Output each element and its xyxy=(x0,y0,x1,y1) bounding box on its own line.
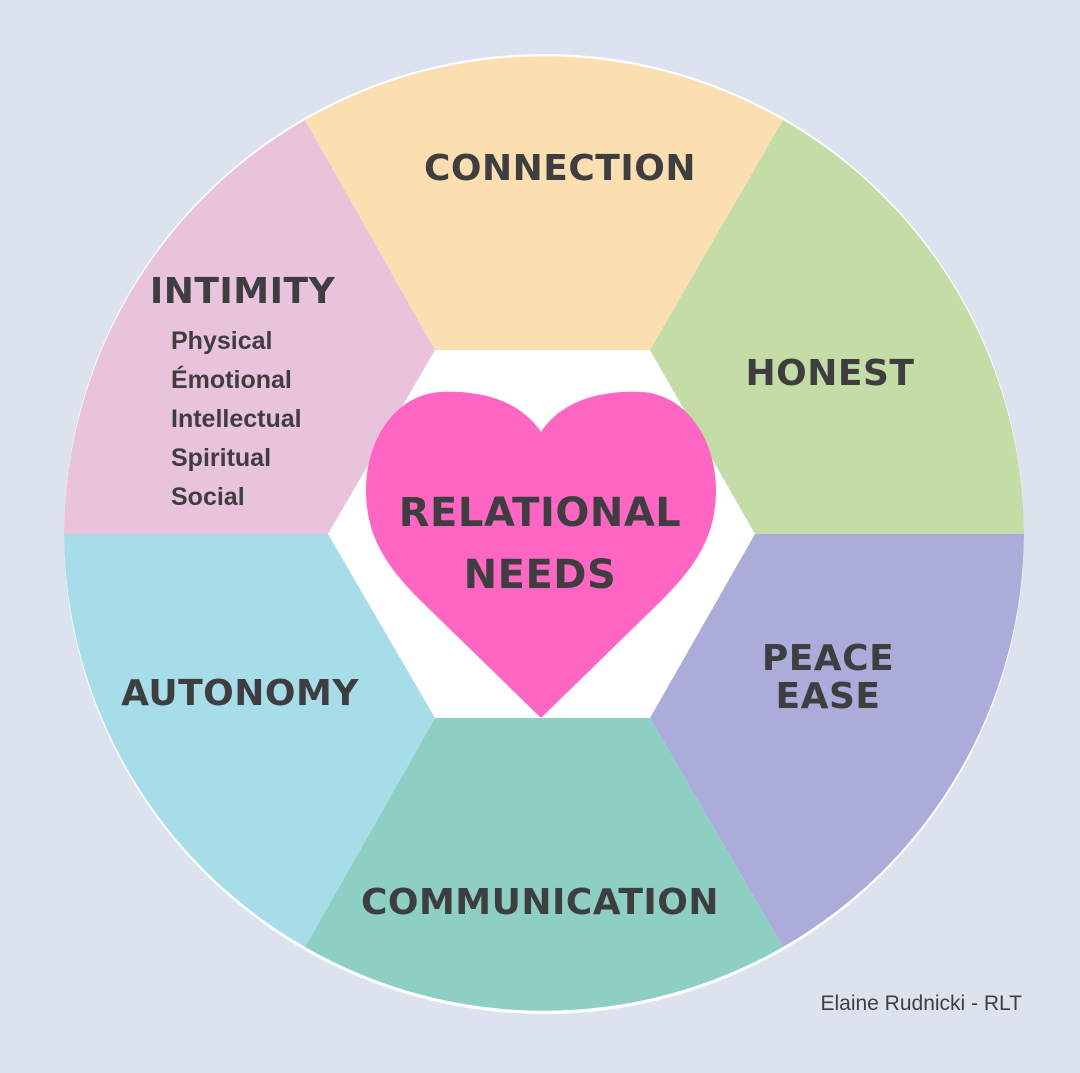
label-autonomy: AUTONOMY xyxy=(121,673,359,714)
intimity-item: Spiritual xyxy=(171,444,272,472)
label-peace-ease: PEACE EASE xyxy=(728,640,928,716)
heart-icon xyxy=(366,391,716,718)
intimity-item: Intellectual xyxy=(171,405,302,433)
intimity-item: Social xyxy=(171,483,245,511)
segment-connection xyxy=(305,56,783,350)
label-peace: PEACE xyxy=(761,638,895,679)
label-ease: EASE xyxy=(775,676,881,717)
segment-honest xyxy=(650,120,1024,534)
intimity-item: Émotional xyxy=(171,366,292,394)
label-intimity: INTIMITY xyxy=(149,271,336,312)
segment-peace-ease xyxy=(650,534,1024,947)
center-line-1: RELATIONAL xyxy=(398,490,682,536)
credit-text: Elaine Rudnicki - RLT xyxy=(820,992,1022,1015)
intimity-item: Physical xyxy=(171,327,273,355)
center-line-2: NEEDS xyxy=(463,552,617,598)
label-honest: HONEST xyxy=(745,353,915,394)
label-communication: COMMUNICATION xyxy=(360,882,720,923)
center-title: RELATIONAL NEEDS xyxy=(380,482,700,606)
intimity-list: Physical Émotional Intellectual Spiritua… xyxy=(171,322,302,517)
segment-intimity xyxy=(64,120,435,534)
segment-autonomy xyxy=(64,534,435,947)
label-connection: CONNECTION xyxy=(424,148,696,189)
segment-communication xyxy=(305,718,783,1011)
